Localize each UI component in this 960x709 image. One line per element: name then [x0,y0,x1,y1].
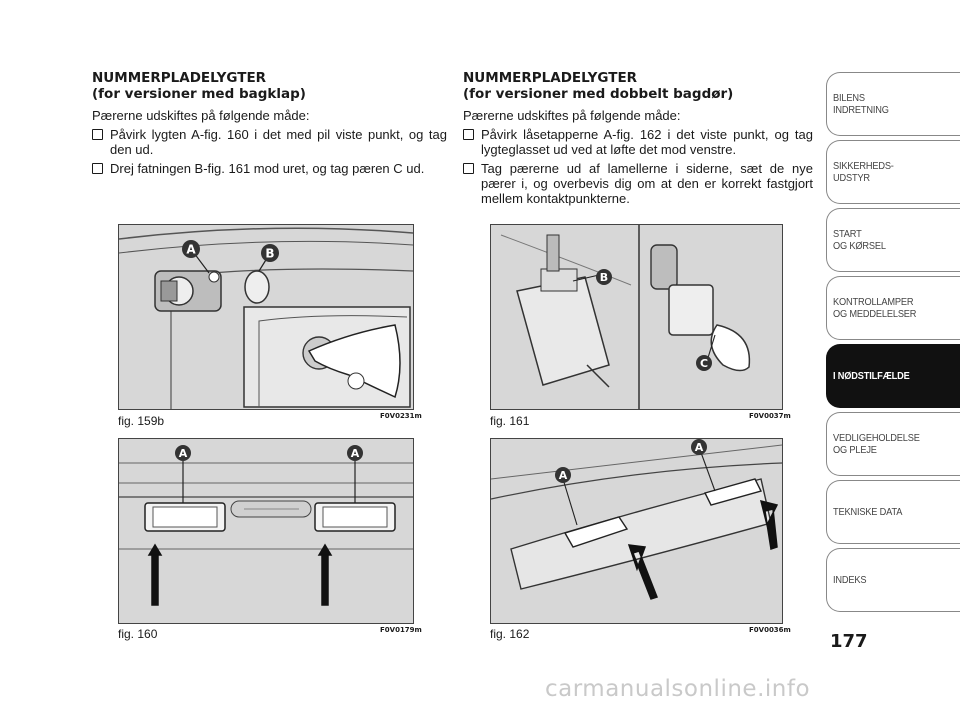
left-title-1: NUMMERPLADELYGTER [92,70,267,86]
figure-160-illustration [119,461,413,606]
section-tabs: BILENS INDRETNING SIKKERHEDS- UDSTYR STA… [826,72,960,616]
figure-161-code: F0V0037m [749,412,791,420]
callout-b: B [600,271,608,284]
tab-indeks[interactable]: INDEKS [826,548,960,612]
tab-sikkerhedsudstyr[interactable]: SIKKERHEDS- UDSTYR [826,140,960,204]
callout-a-left: A [559,469,568,482]
callout-a-left: A [179,447,188,460]
figure-162-illustration [491,444,782,600]
tab-bilens-indretning[interactable]: BILENS INDRETNING [826,72,960,136]
checkbox-bullet-icon [92,129,103,140]
checkbox-bullet-icon [463,163,474,174]
figure-160: A A [118,438,414,624]
figure-160-callouts: A A [175,445,363,461]
callout-a-right: A [351,447,360,460]
figure-161-callouts: B C [596,269,712,371]
figure-162-caption: fig. 162 [490,627,530,641]
callout-a: A [186,243,196,257]
left-intro: Pærerne udskiftes på følgende måde: [92,108,310,123]
figure-161: B C [490,224,783,410]
list-item: Påvirk lygten A-fig. 160 i det med pil v… [92,127,447,157]
figure-162-callouts: A A [555,439,707,483]
callout-a-right: A [695,441,704,454]
callout-c: C [700,357,708,370]
tab-start-og-korsel[interactable]: START OG KØRSEL [826,208,960,272]
callout-b: B [265,247,274,261]
figure-159b: A B [118,224,414,410]
page-number: 177 [830,631,868,652]
figure-160-code: F0V0179m [380,626,422,634]
right-intro: Pærerne udskiftes på følgende måde: [463,108,681,123]
list-item: Drej fatningen B-fig. 161 mod uret, og t… [92,161,447,176]
left-column: NUMMERPLADELYGTER (for versioner med bag… [92,70,447,180]
figure-162-code: F0V0036m [749,626,791,634]
checkbox-bullet-icon [92,163,103,174]
figure-159b-caption: fig. 159b [118,414,165,428]
right-column: NUMMERPLADELYGTER (for versioner med dob… [463,70,813,210]
left-title-2: (for versioner med bagklap) [92,86,306,102]
right-title-2: (for versioner med dobbelt bagdør) [463,86,734,102]
figure-159b-code: F0V0231m [380,412,422,420]
tab-tekniske-data[interactable]: TEKNISKE DATA [826,480,960,544]
tab-kontrollamper[interactable]: KONTROLLAMPER OG MEDDELELSER [826,276,960,340]
right-title-1: NUMMERPLADELYGTER [463,70,638,86]
figure-161-illustration [500,225,751,409]
figure-161-caption: fig. 161 [490,414,530,428]
tab-vedligeholdelse[interactable]: VEDLIGEHOLDELSE OG PLEJE [826,412,960,476]
list-item: Påvirk låsetapperne A-fig. 162 i det vis… [463,127,813,157]
watermark: carmanualsonline.info [545,676,811,702]
left-steps: Påvirk lygten A-fig. 160 i det med pil v… [92,127,447,176]
list-item: Tag pærerne ud af lamellerne i siderne, … [463,161,813,206]
right-steps: Påvirk låsetapperne A-fig. 162 i det vis… [463,127,813,206]
figure-162: A A [490,438,783,624]
figure-160-caption: fig. 160 [118,627,158,641]
tab-i-nodstilfaelde[interactable]: I NØDSTILFÆLDE [826,344,960,408]
figure-159b-callouts: A B [182,240,279,262]
checkbox-bullet-icon [463,129,474,140]
figure-159b-illustration [119,227,413,409]
